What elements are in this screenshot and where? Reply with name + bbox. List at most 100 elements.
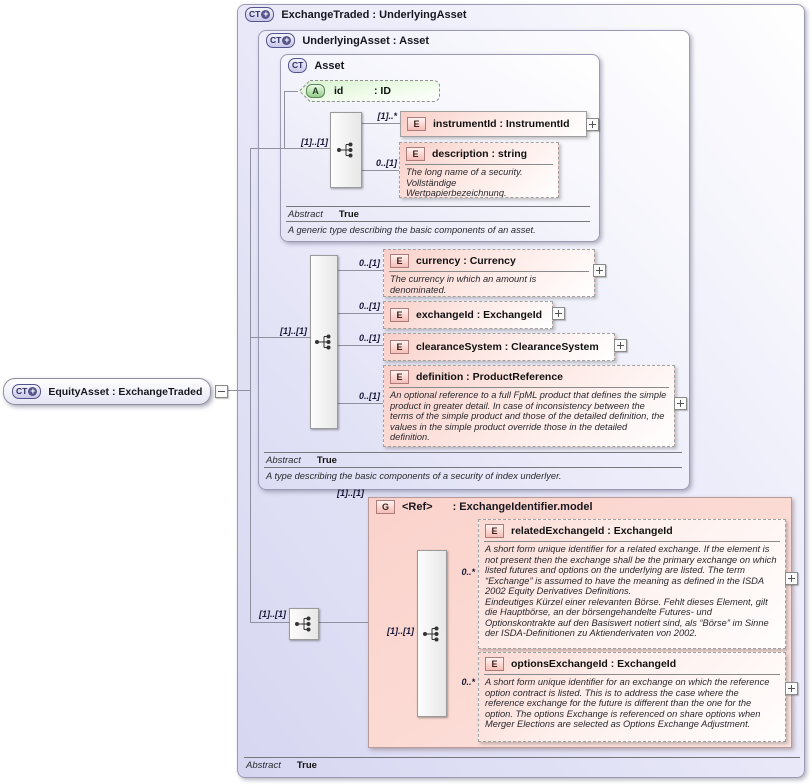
extension-plus-icon: +	[261, 9, 271, 19]
group-header[interactable]: G <Ref> : ExchangeIdentifier.model	[376, 500, 593, 514]
element-icon: E	[407, 117, 426, 131]
element-instrumentid[interactable]: E instrumentId : InstrumentId	[400, 111, 587, 137]
connector-compositor-to-group	[317, 622, 368, 623]
element-label: optionsExchangeId : ExchangeId	[511, 657, 677, 670]
group-ref-label: <Ref>	[402, 501, 433, 513]
sequence-compositor-asset[interactable]	[330, 112, 362, 188]
element-optionsexchangeid[interactable]: E optionsExchangeId : ExchangeId A short…	[478, 652, 786, 742]
element-annotation: An optional reference to a full FpML pro…	[390, 390, 667, 442]
expand-icon-currency[interactable]	[593, 264, 606, 277]
sequence-compositor-exchangetraded[interactable]	[289, 608, 319, 640]
attribute-shape	[298, 80, 440, 102]
cardinality-exchangetraded-seq: [1]..[1]	[259, 609, 286, 619]
sequence-icon	[337, 142, 353, 158]
element-label: relatedExchangeId : ExchangeId	[511, 524, 673, 537]
collapse-icon[interactable]	[215, 385, 228, 398]
connector-root	[226, 390, 250, 391]
attribute-name: id	[334, 85, 344, 97]
connector-id-rail	[284, 91, 285, 148]
sequence-icon	[295, 616, 311, 632]
asset-header[interactable]: CT Asset	[288, 58, 344, 73]
underlyingasset-annotation: A type describing the basic components o…	[266, 471, 562, 481]
element-annotation: A short form unique identifier for a rel…	[485, 544, 777, 638]
sequence-compositor-underlyingasset[interactable]	[310, 255, 338, 429]
facet-line	[286, 221, 590, 222]
underlyingasset-title: UnderlyingAsset : Asset	[302, 34, 430, 47]
element-icon: E	[390, 308, 409, 322]
root-node-label: EquityAsset : ExchangeTraded	[48, 385, 203, 398]
asset-title: Asset	[314, 59, 345, 72]
cardinality-asset-seq: [1]..[1]	[301, 137, 328, 147]
complex-type-extension-icon: CT+	[12, 384, 42, 399]
connector-branch-asset	[250, 148, 330, 149]
underlyingasset-header[interactable]: CT+ UnderlyingAsset : Asset	[266, 33, 429, 48]
sequence-icon	[315, 334, 331, 350]
expand-icon-optionsexchangeid[interactable]	[785, 682, 798, 695]
cardinality-exchangeid: 0..[1]	[358, 301, 380, 311]
cardinality-description: 0..[1]	[375, 158, 397, 168]
element-annotation: The currency in which an amount is denom…	[390, 274, 537, 295]
connector-clearancesystem	[336, 345, 383, 346]
expand-icon-clearancesystem[interactable]	[614, 339, 627, 352]
connector-exchangeid	[336, 313, 383, 314]
complex-type-extension-icon: CT+	[245, 7, 275, 22]
element-relatedexchangeid[interactable]: E relatedExchangeId : ExchangeId A short…	[478, 519, 786, 649]
annotation-separator	[389, 271, 589, 272]
root-node-equityasset[interactable]: CT+ EquityAsset : ExchangeTraded	[3, 378, 212, 405]
group-type-label: : ExchangeIdentifier.model	[452, 501, 593, 513]
element-annotation: The long name of a security. Vollständig…	[406, 167, 523, 198]
element-label: currency : Currency	[416, 254, 516, 267]
asset-abstract-facet: Abstract True	[288, 209, 359, 220]
exchangetraded-header[interactable]: CT+ ExchangeTraded : UnderlyingAsset	[245, 7, 467, 22]
complex-type-icon: CT	[288, 58, 308, 73]
expand-icon-definition[interactable]	[674, 397, 687, 410]
element-icon: E	[390, 340, 409, 354]
element-clearancesystem[interactable]: E clearanceSystem : ClearanceSystem	[383, 333, 615, 361]
element-icon: E	[485, 523, 504, 538]
extension-plus-icon: +	[282, 35, 292, 45]
expand-icon-relatedexchangeid[interactable]	[785, 572, 798, 585]
connector-description	[360, 170, 399, 171]
annotation-separator	[484, 674, 780, 675]
element-exchangeid[interactable]: E exchangeId : ExchangeId	[383, 301, 553, 329]
annotation-separator	[405, 164, 553, 165]
connector-id	[284, 91, 298, 92]
connector-trunk	[250, 148, 251, 623]
connector-branch-underlying	[250, 337, 310, 338]
element-description[interactable]: E description : string The long name of …	[399, 142, 559, 198]
cardinality-underlyingasset-seq: [1]..[1]	[280, 326, 307, 336]
extension-plus-icon: +	[28, 386, 38, 396]
connector-definition	[336, 403, 383, 404]
element-label: definition : ProductReference	[416, 370, 564, 383]
complex-type-extension-icon: CT+	[266, 33, 296, 48]
facet-line	[264, 452, 682, 453]
element-icon: E	[390, 253, 409, 268]
sequence-icon	[423, 626, 439, 641]
attribute-icon: A	[306, 84, 325, 98]
element-currency[interactable]: E currency : Currency The currency in wh…	[383, 249, 595, 297]
element-label: exchangeId : ExchangeId	[416, 309, 543, 321]
cardinality-group-seq: [1]..[1]	[387, 626, 414, 636]
facet-line	[286, 206, 590, 207]
cardinality-instrumentid: [1]..*	[377, 111, 397, 121]
element-definition[interactable]: E definition : ProductReference An optio…	[383, 365, 675, 447]
attribute-type: : ID	[374, 85, 391, 97]
facet-line	[264, 467, 682, 468]
element-annotation: A short form unique identifier for an ex…	[485, 677, 770, 729]
expand-icon-exchangeid[interactable]	[552, 307, 565, 320]
sequence-compositor-group[interactable]	[417, 550, 447, 717]
facet-line	[244, 757, 800, 758]
exchangetraded-abstract-facet: Abstract True	[246, 760, 317, 771]
connector-branch-exchangetraded	[250, 622, 289, 623]
cardinality-currency: 0..[1]	[358, 258, 380, 268]
element-label: clearanceSystem : ClearanceSystem	[416, 341, 599, 353]
cardinality-group-ref: [1]..[1]	[337, 488, 364, 498]
expand-icon-instrumentid[interactable]	[586, 118, 599, 131]
connector-instrumentid	[360, 123, 400, 124]
annotation-separator	[484, 541, 780, 542]
element-icon: E	[406, 146, 425, 161]
cardinality-definition: 0..[1]	[358, 391, 380, 401]
connector-currency	[336, 270, 383, 271]
attribute-id[interactable]: A id : ID	[298, 80, 441, 102]
